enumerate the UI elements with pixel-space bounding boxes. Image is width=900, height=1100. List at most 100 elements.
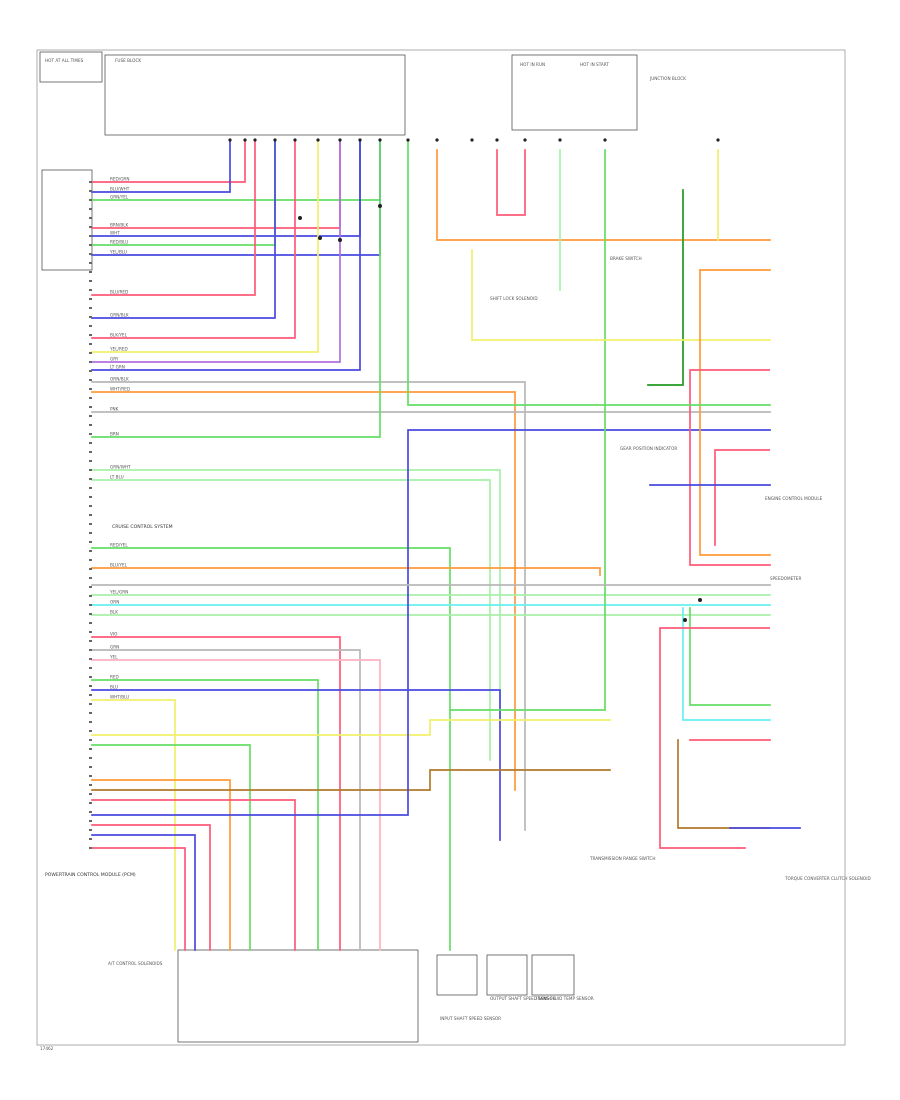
top-connector-pin [523,138,527,142]
top-connector-pin [406,138,410,142]
pcm-pin [89,640,92,642]
junction-box [511,54,638,131]
wire-code-label: YEL/RED [109,347,128,352]
wire-red-9 [91,139,296,339]
wire-code-label: YEL/GRN [109,590,128,595]
wire-red-7 [91,139,256,296]
wire-green-49 [407,139,771,406]
wire-red-3 [91,139,341,229]
wire-blue-8 [91,139,276,319]
wire-code-group: RED/GRNBLU/WHTGRN/YELBRN/BLKWHTRED/BLUYE… [109,177,131,700]
pcm-pin [89,712,92,714]
wire-blue-28 [91,689,501,841]
wire-red-24 [91,636,341,951]
wire-blue-1 [91,139,231,193]
splice-dot [318,236,322,240]
pcm-pin [89,361,92,363]
top-left-connector-box [39,51,103,83]
label-junction: JUNCTION BLOCK [649,76,686,81]
pcm-pin [89,622,92,624]
pcm-pin [89,559,92,561]
wire-ltgreen-18 [91,479,491,761]
pcm-pin [89,262,92,264]
label-gear-position: GEAR POSITION INDICATOR [620,446,677,451]
pcm-pin [89,316,92,318]
pcm-pin [89,631,92,633]
pcm-pin [89,442,92,444]
label-brake-switch: BRAKE SWITCH [610,256,642,261]
pcm-pin [89,775,92,777]
splice-dot [698,598,702,602]
wire-green-31 [91,744,251,951]
label-speedometer: SPEEDOMETER [770,576,801,581]
pcm-pin [89,523,92,525]
top-connector-pin [253,138,257,142]
wire-code-label: RED/BLU [110,240,128,245]
pcm-pin [89,505,92,507]
pcm-pin [89,658,92,660]
pcm-pin [89,235,92,237]
pcm-pin [89,676,92,678]
pcm-pin [89,190,92,192]
wire-ltgreen-17 [91,469,501,721]
pcm-pin [89,802,92,804]
top-connector-pin [228,138,232,142]
wire-code-label: LT GRN [110,365,125,370]
wire-code-label: GRN/WHT [110,465,131,470]
pcm-pin [89,577,92,579]
wire-red-48 [689,369,771,566]
wire-blue-35 [91,429,771,816]
wire-red-50 [714,449,770,546]
wire-yellow-30 [91,719,611,736]
pcm-pin [89,343,92,345]
pcm-pin [89,748,92,750]
wire-code-label: BRN/BLK [110,223,129,228]
pcm-pin [89,595,92,597]
wire-green-19 [91,547,451,951]
top-connector-pin [273,138,277,142]
wire-group [91,139,801,951]
label-fuse-block: FUSE BLOCK [115,58,141,63]
pcm-pin [89,469,92,471]
output-speed-box [486,954,528,996]
pcm-pin [89,568,92,570]
wire-code-label: RED/GRN [110,177,129,182]
pcm-pin [89,604,92,606]
pcm-pin [89,379,92,381]
pcm-pin [89,541,92,543]
wire-cyan-52 [682,607,771,721]
wire-dkgreen-44 [647,189,684,386]
wire-code-label: RED/YEL [110,543,128,548]
pcm-pin [89,253,92,255]
wire-code-label: BLU/RED [110,290,128,295]
label-hot-run: HOT IN RUN [520,62,545,67]
label-ecm: ENGINE CONTROL MODULE [765,496,823,501]
pcm-pin [89,181,92,183]
pcm-pin [89,271,92,273]
pcm-pin [89,460,92,462]
wire-code-label: ORN/BLK [110,377,129,382]
atcu-connector-box [177,949,419,1043]
splice-dot [298,216,302,220]
label-tr-switch: TRANSMISSION RANGE SWITCH [589,856,656,861]
pcm-pin [89,487,92,489]
pcm-pin [89,532,92,534]
footer-code: 17462 [40,1046,54,1051]
label-input-speed: INPUT SHAFT SPEED SENSOR [440,1016,501,1021]
top-connector-pin [470,138,474,142]
pcm-pin [89,424,92,426]
wire-brown-55 [677,739,771,829]
wire-code-label: YEL [109,655,118,660]
pcm-pin [89,478,92,480]
pcm-pin [89,352,92,354]
pcm-pin [89,298,92,300]
top-connector-pin [316,138,320,142]
pcm-pin [89,208,92,210]
wire-orange-14 [91,391,516,791]
wire-orange-47 [699,269,771,556]
wire-code-label: WHT/RED [110,387,130,392]
pcm-pin [89,586,92,588]
pcm-pin [89,244,92,246]
pcm-pin [89,370,92,372]
pcm-pin [89,757,92,759]
